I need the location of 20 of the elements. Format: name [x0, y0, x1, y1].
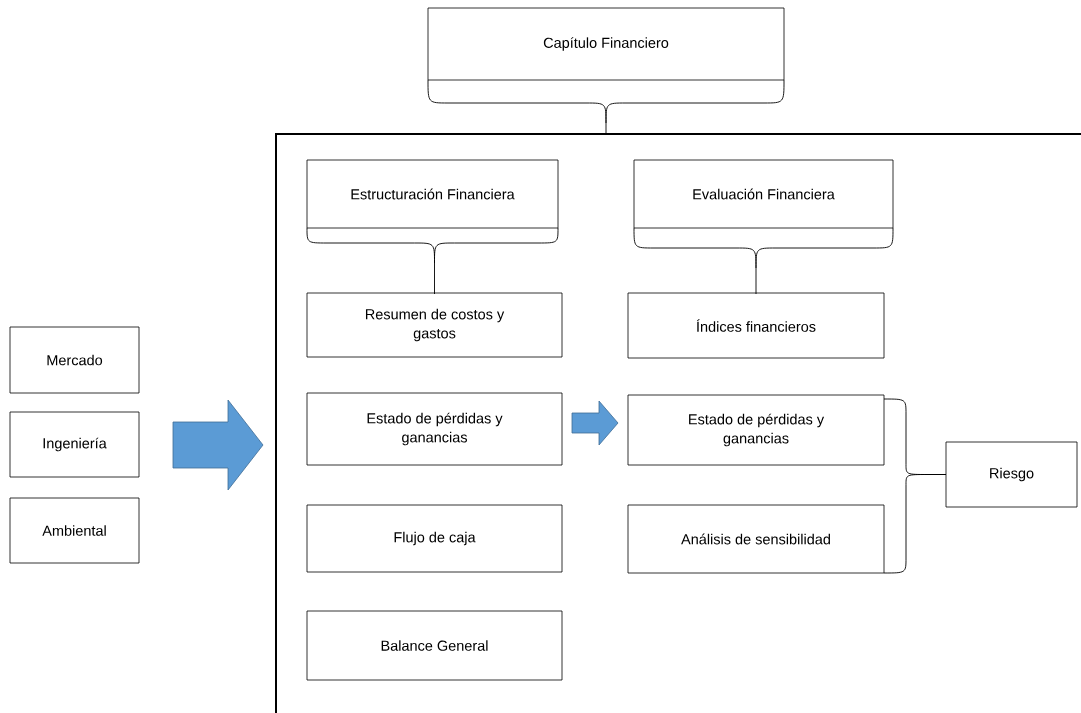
- process-box: Análisis de sensibilidad: [627, 504, 885, 574]
- frame: [275, 133, 1081, 713]
- block-arrow: [571, 400, 619, 446]
- process-box: Evaluación Financiera: [633, 159, 894, 229]
- process-box: Ingeniería: [9, 411, 140, 478]
- process-box: Balance General: [306, 610, 563, 681]
- process-box: Estado de pérdidas y ganancias: [627, 394, 885, 466]
- brace-connector: [883, 398, 947, 574]
- process-box: Ambiental: [9, 497, 140, 564]
- process-box: Estado de pérdidas y ganancias: [306, 392, 563, 466]
- process-box: Flujo de caja: [306, 504, 563, 573]
- brace-connector: [427, 79, 785, 136]
- process-box: Índices financieros: [627, 292, 885, 359]
- process-box: Capítulo Financiero: [427, 7, 785, 81]
- process-box: Riesgo: [945, 441, 1078, 508]
- block-arrow: [172, 399, 264, 491]
- brace-connector: [306, 227, 559, 295]
- process-box: Resumen de costos y gastos: [306, 292, 563, 358]
- process-box: Mercado: [9, 326, 140, 394]
- process-box: Estructuración Financiera: [306, 159, 559, 229]
